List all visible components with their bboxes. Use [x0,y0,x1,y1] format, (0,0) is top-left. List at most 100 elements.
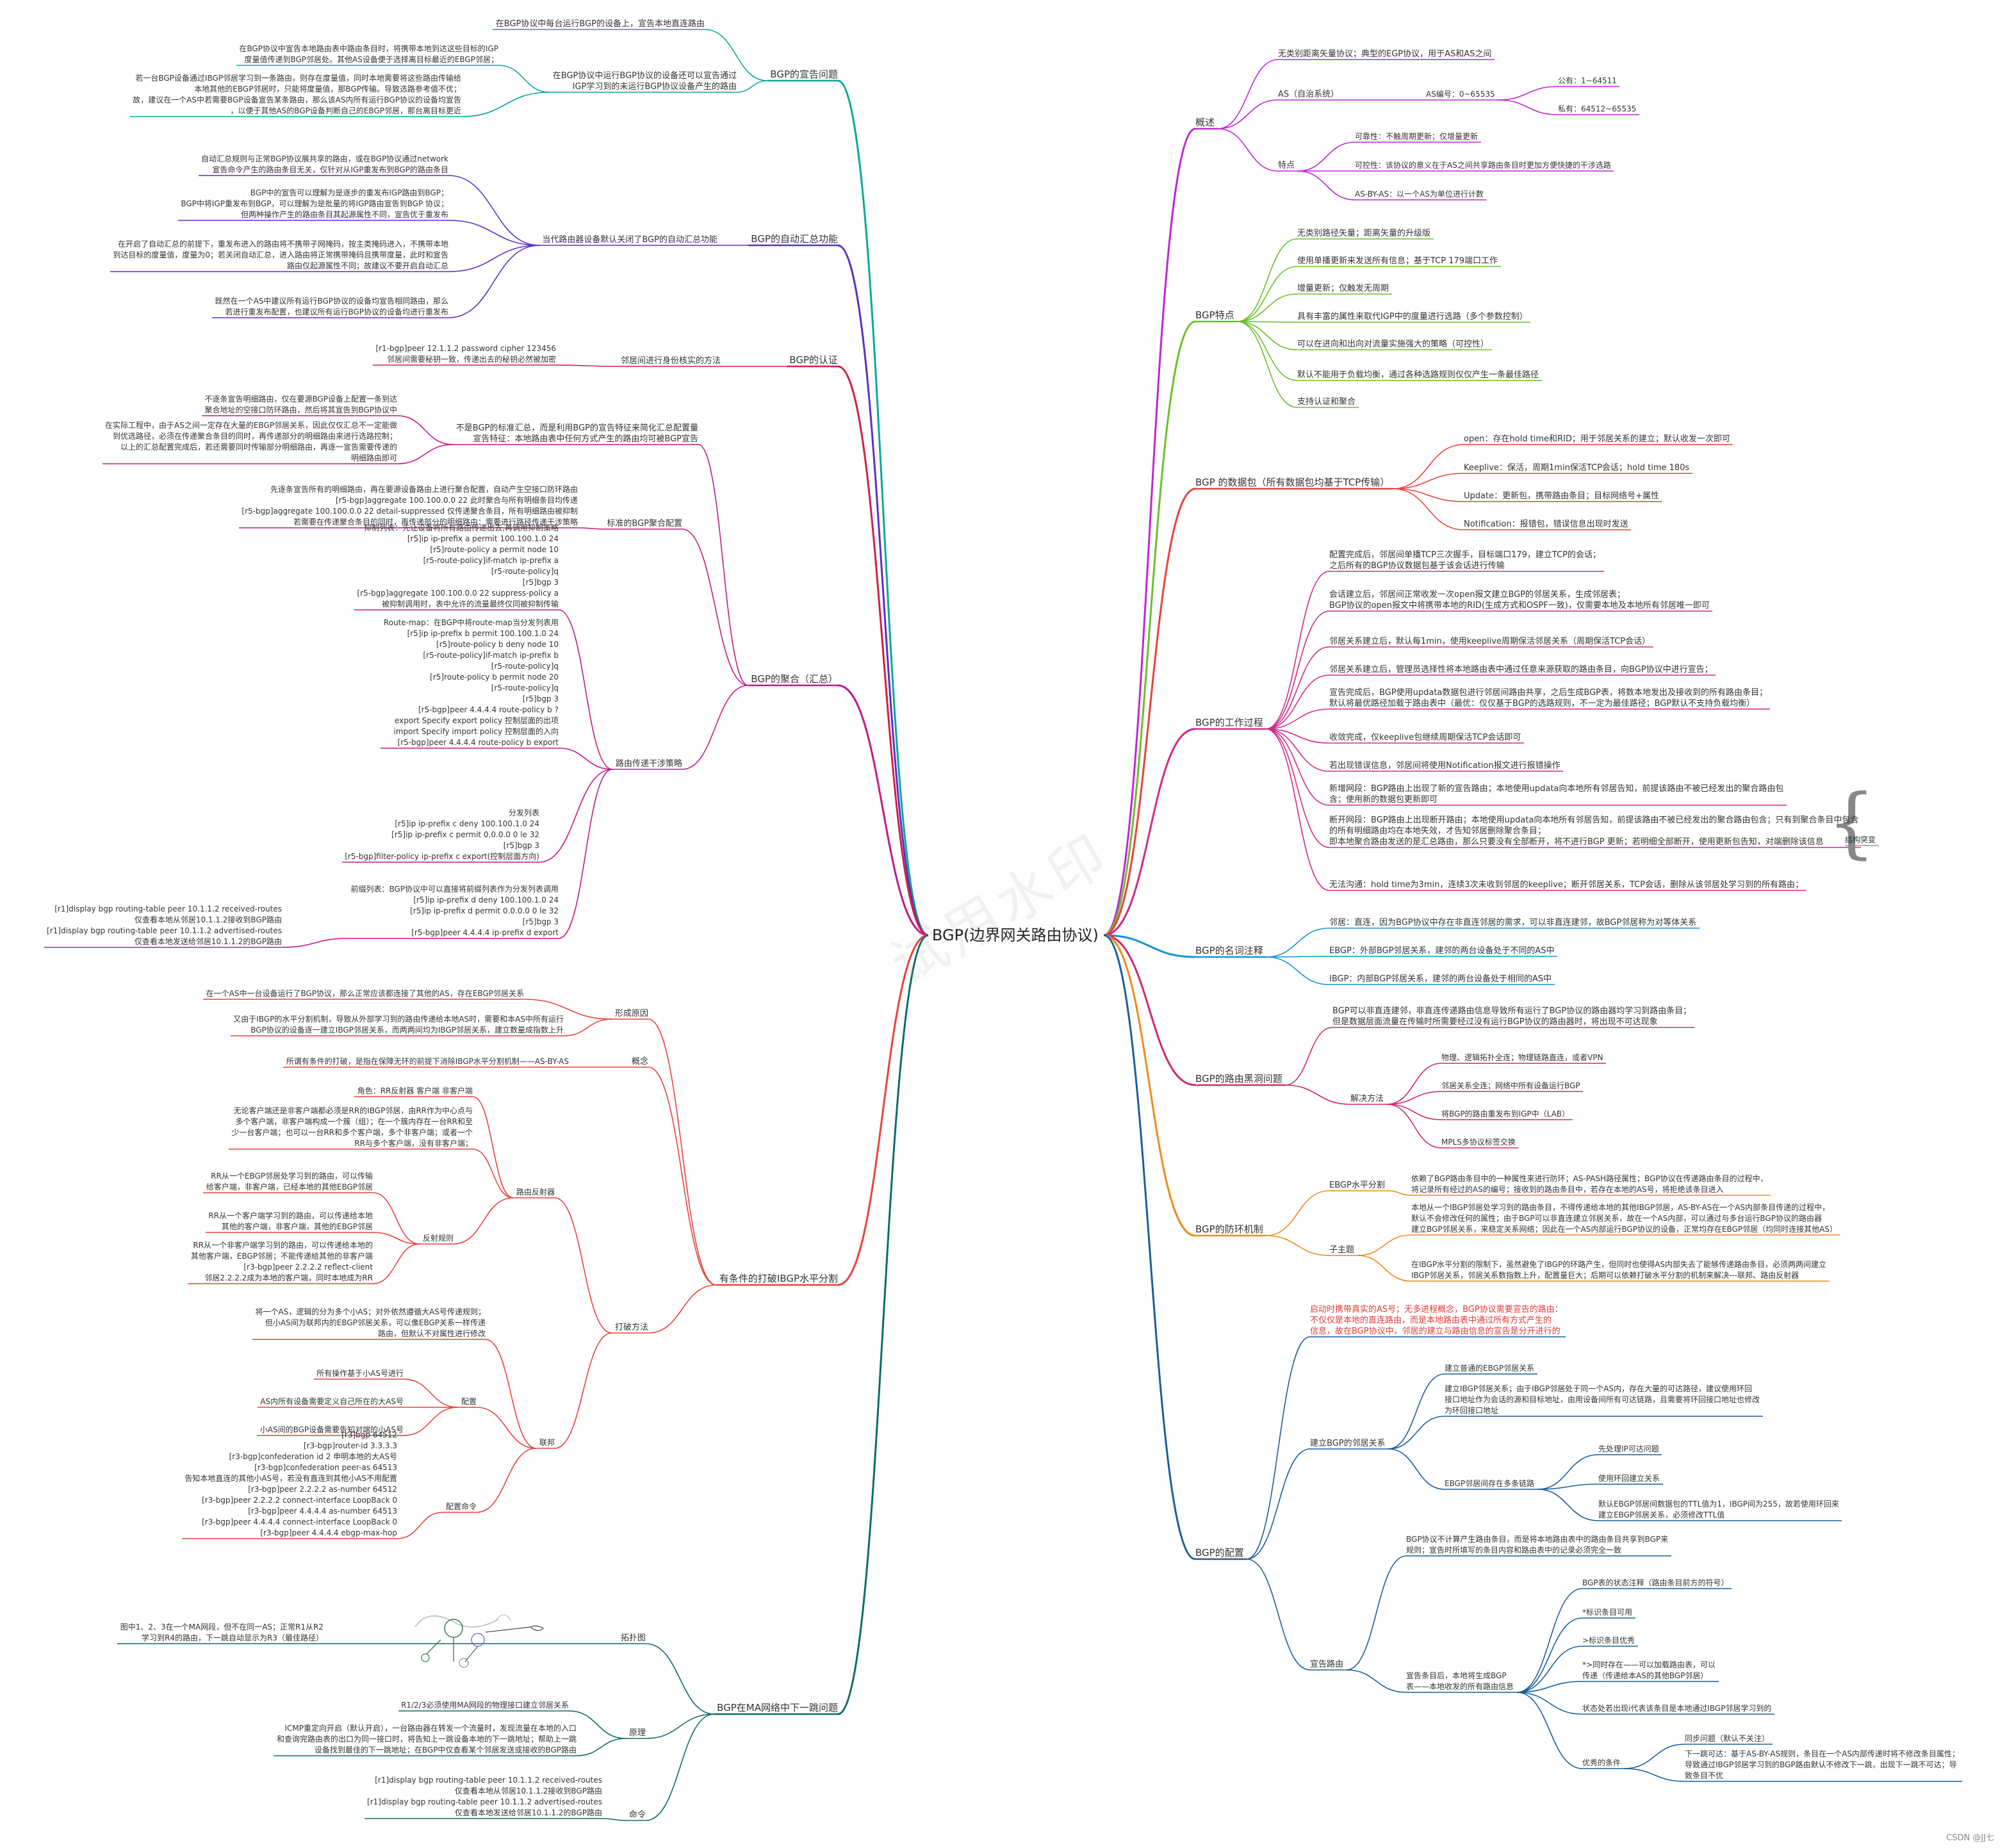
link-r4 [1103,728,1196,936]
link-r4d [1265,675,1330,730]
link-l2a1 [448,175,540,246]
mindmap-node-r8b3c: 默认EBGP邻居间数据包的TTL值为1，IBGP间为255，故若使用环回来 建立… [1598,1500,1839,1519]
link-r2c [1236,293,1298,322]
mindmap-node-r1c3: AS-BY-AS：以一个AS为单位进行计数 [1355,190,1484,199]
mindmap-node-r1c2: 可控性：该协议的意义在于AS之间共享路由条目时更加方便快捷的干涉选路 [1355,161,1611,170]
mindmap-node-l3: BGP的认证 [789,354,838,366]
link-r8b3a [1537,1454,1599,1490]
link-l5c1 [554,1197,612,1334]
link-l5a [648,1018,717,1286]
mindmap-node-l4c1: 抑制列表：先让设备将所有路由传递出去,再调用抑制策略 [r5]ip ip-pre… [357,523,559,609]
mindmap-node-r8: BGP的配置 [1195,1547,1244,1558]
link-r1b1b [1497,99,1559,115]
mindmap-node-r7b1: 本地从一个IBGP邻居处学习到的路由条目，不得传递给本地的其他IBGP邻居，AS… [1411,1203,1837,1234]
link-r8 [1103,934,1196,1560]
mindmap-node-r6b1: 物理、逻辑拓扑全连；物理链路直连，或者VPN [1441,1053,1603,1062]
mindmap-node-r1c1: 可靠性：不触周期更新；仅增量更新 [1355,132,1479,141]
link-l4c4a [281,938,348,948]
mindmap-node-l4a2: 在实际工程中，由于AS之间一定存在大量的EBGP邻居关系，因此仅仅汇总不一定能做… [105,421,397,462]
mindmap-node-r4a: 配置完成后，邻居间单播TCP三次握手，目标端口179，建立TCP的会话； 之后所… [1329,550,1602,571]
link-r4c [1265,646,1330,730]
mindmap-node-l6b1: R1/2/3必须使用MA网段的物理接口建立邻居关系 [401,1701,569,1710]
link-r2 [1103,320,1196,936]
link-r1c1 [1297,142,1356,172]
mindmap-node-r5b: EBGP：外部BGP邻居关系，建邻的两台设备处于不同的AS中 [1329,946,1555,956]
mindmap-node-l1: BGP的宣告问题 [770,69,838,80]
mindmap-node-l5c2c: 配置命令 [445,1502,477,1511]
link-l4b1 [577,527,605,530]
mindmap-node-l2a3: 在开启了自动汇总的前提下，重发布进入的路由将不携带子网掩码，按主类掩码进入，不携… [113,240,448,270]
mindmap-node-r8c2e: 状态处若出现i代表该条目是本地通过IBGP邻居学习到的 [1582,1704,1772,1713]
link-r8c2a [1516,1588,1583,1693]
mindmap-node-l6c: 命令 [628,1810,646,1820]
link-r7b [1265,1235,1330,1256]
link-r4b [1265,610,1330,730]
mindmap-node-r6b: 解决方法 [1350,1094,1384,1104]
mindmap-node-r8b2: 建立IBGP邻居关系；由于IBGP邻居处于同一个AS内，存在大量的可达路径，建议… [1445,1384,1760,1415]
link-l1a [704,29,768,81]
mindmap-node-l5b1: 所谓有条件的打破，是指在保障无环的前提下消除IBGP水平分割机制——AS-BY-… [286,1057,569,1066]
link-r6 [1103,934,1196,1086]
link-r8b1 [1388,1373,1445,1450]
mindmap-node-l3a1: [r1-bgp]peer 12.1.1.2 password cipher 12… [375,344,556,364]
mindmap-node-r6: BGP的路由黑洞问题 [1195,1073,1282,1084]
link-r2e [1236,321,1298,350]
link-l5c2 [554,1332,612,1449]
mindmap-node-r6b3: 将BGP的路由重发布到IGP中（LAB） [1441,1109,1570,1118]
mindmap-node-r8b1: 建立普通的EBGP邻居关系 [1445,1364,1535,1373]
link-l2 [837,244,929,936]
mindmap-node-l6: BGP在MA网络中下一跳问题 [717,1702,838,1713]
link-r8b3c [1537,1489,1599,1521]
link-l6b1 [568,1710,627,1739]
link-l5c1c3 [372,1243,420,1284]
mindmap-node-r8c2a: BGP表的状态注释（路由条目前方的符号） [1582,1578,1729,1587]
link-l4c [682,685,749,770]
mindmap-node-r2: BGP特点 [1195,309,1234,321]
link-r4j [1265,728,1330,891]
link-l4 [837,684,929,936]
mindmap-node-l5b: 概念 [631,1057,648,1067]
mindmap-node-r2b: 使用单播更新来发送所有信息；基于TCP 179端口工作 [1297,256,1498,266]
link-l5c1a [472,1096,514,1198]
mindmap-node-r8c2c: >标识条目优秀 [1582,1636,1635,1645]
link-l5c1c1 [372,1192,420,1245]
mindmap-node-r4b: 会话建立后，邻居间正常收发一次open报文建立BGP的邻居关系，生成邻居表； B… [1329,590,1710,610]
mindmap-node-l2a2: BGP中的宣告可以理解为是逐步的重发布IGP路由到BGP； BGP中将IGP重发… [181,188,448,219]
mindmap-node-l5c2c1: [r3]bgp 64512 [r3-bgp]router-id 3.3.3.3 … [184,1430,397,1537]
mindmap-node-r1b: AS（自治系统） [1278,90,1339,99]
mindmap-node-r6b2: 邻居关系全连；网络中所有设备运行BGP [1441,1081,1580,1090]
link-r8c [1246,1558,1311,1671]
mindmap-node-r5a: 邻居：直连，因为BGP协议中存在非直连邻居的需求，可以非直连建邻，故BGP邻居称… [1329,918,1697,928]
mindmap-node-r3c: Update：更新包，携带路由条目；目标网络号+属性 [1464,491,1659,501]
link-r8c2d [1516,1681,1583,1693]
link-r4f [1265,728,1330,744]
link-r8b3 [1388,1448,1445,1490]
link-r5 [1103,934,1196,958]
link-l5c2b3 [403,1407,459,1436]
link-l4c4 [558,769,613,939]
footer-credit: CSDN @JJ七 [1946,1833,1994,1843]
mindmap-node-r2a: 无类别路径矢量；距离矢量的升级版 [1297,229,1431,238]
mindmap-node-r8c2d: *>同时存在——可以加载路由表，可以 传递（传递给本AS的其他BGP邻居） [1582,1660,1716,1680]
mindmap-node-l2a: 当代路由器设备默认关闭了BGP的自动汇总功能 [542,235,717,245]
mindmap-node-r7b: 子主题 [1329,1245,1355,1255]
link-r7 [1103,934,1196,1237]
link-r5b [1265,956,1330,958]
link-r4a [1265,571,1330,730]
link-r3c [1392,488,1464,502]
link-l4c3 [539,769,613,863]
link-l4b [682,528,749,686]
mindmap-node-r8c2f1: 同步问题（默认不关注） [1685,1734,1770,1743]
mindmap-node-r1c: 特点 [1278,161,1295,170]
mindmap-node-l5a1: 在一个AS中一台设备运行了BGP协议，那么正常应该都连接了其他的AS，存在EBG… [206,989,524,998]
link-r2b [1236,266,1298,322]
link-r4h [1265,728,1330,806]
link-r8a [1246,1336,1311,1560]
link-l1b1 [498,65,550,93]
mindmap-node-l1b1: 在BGP协议中宣告本地路由表中路由条目时，将携带本地到达这些目标的IGP 度量值… [239,44,498,64]
link-r8b2 [1388,1416,1445,1450]
link-l4a [698,444,749,686]
mindmap-node-l5c1a: 角色：RR反射器 客户端 非客户端 [357,1086,473,1095]
link-l5a2 [563,1018,612,1036]
